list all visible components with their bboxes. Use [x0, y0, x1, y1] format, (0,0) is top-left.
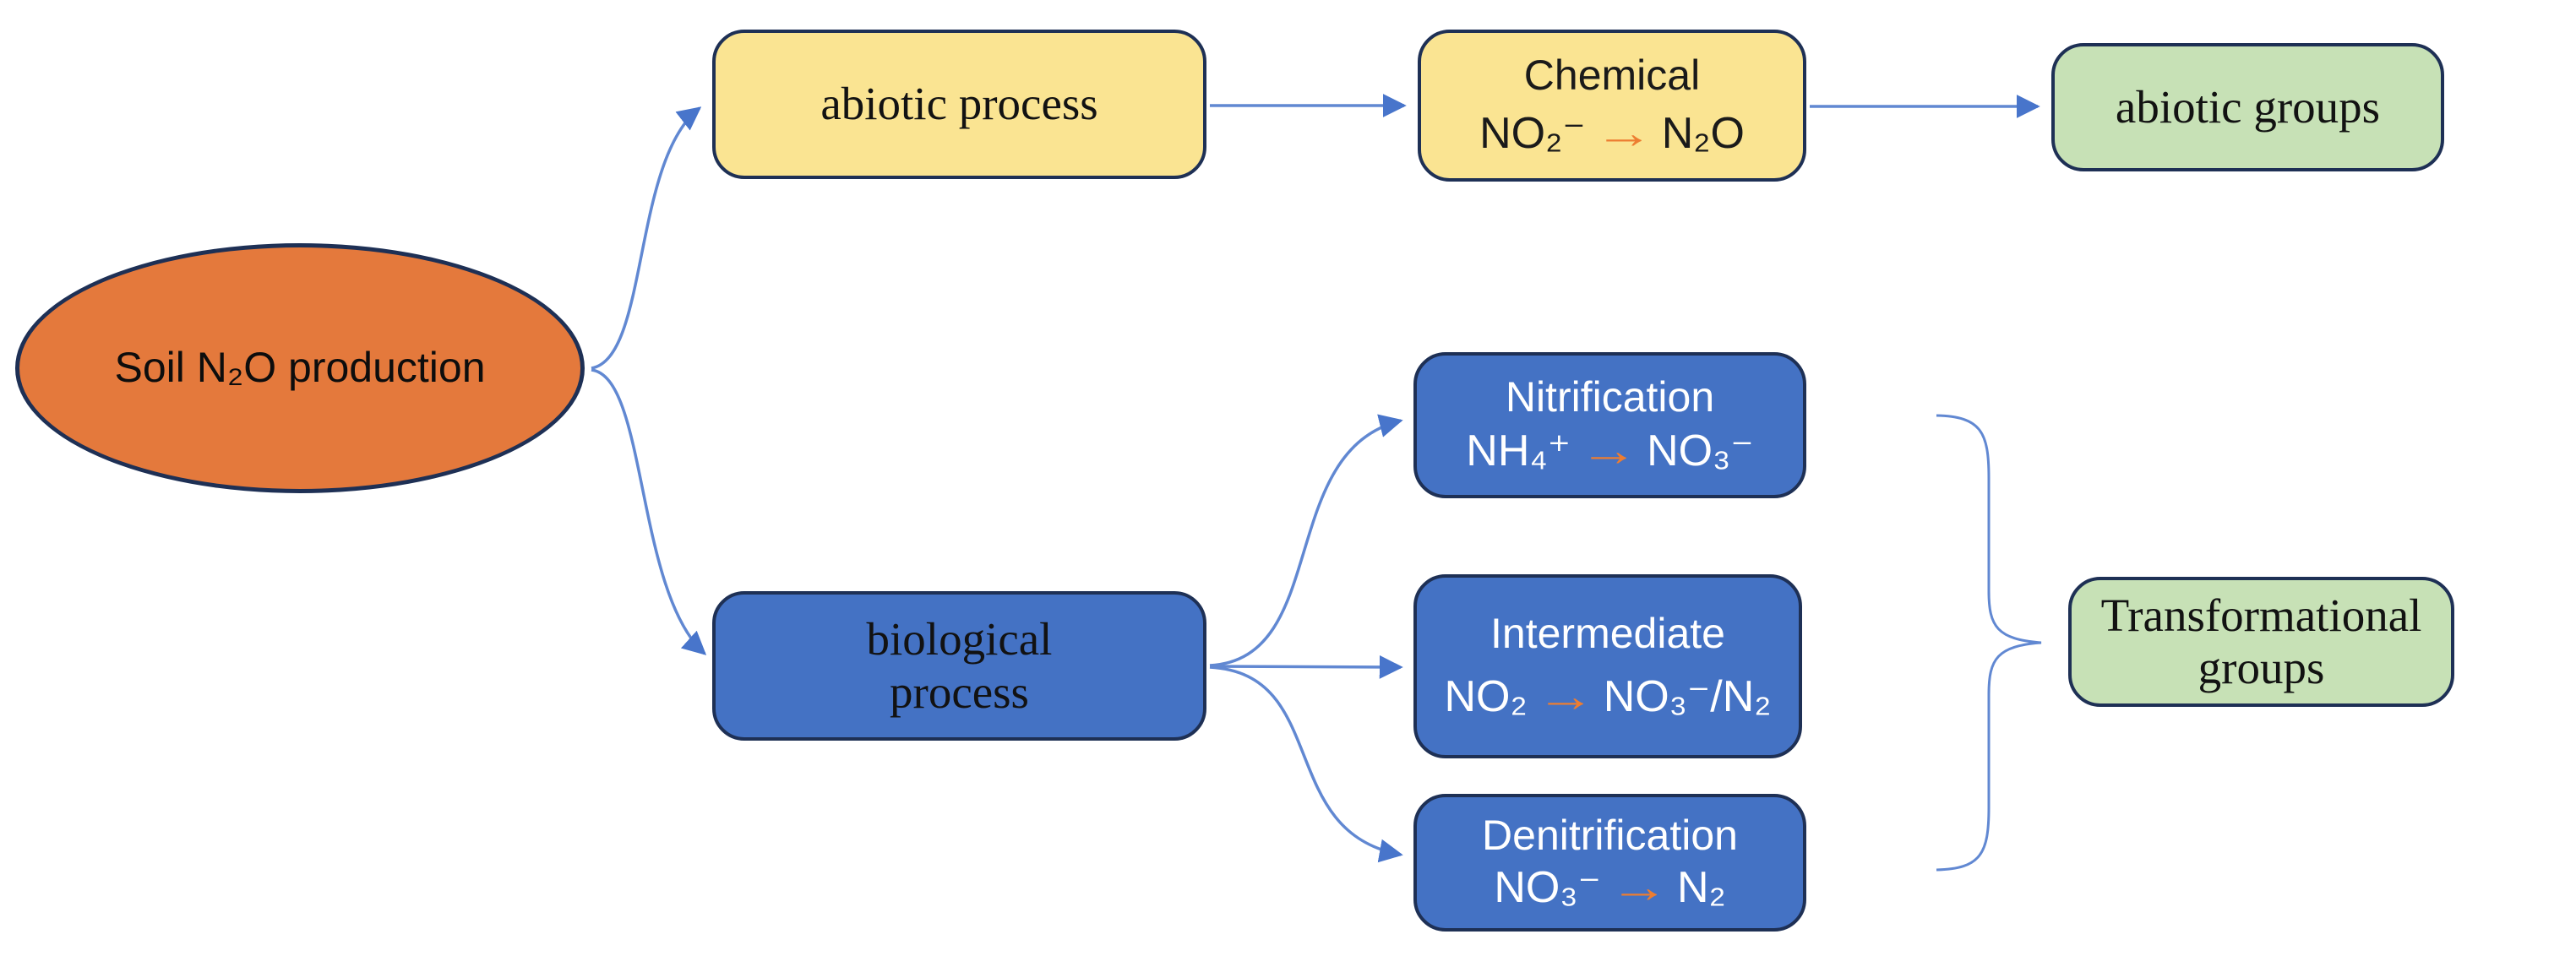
node-nitrification: Nitrification NH₄⁺ → NO₃⁻ — [1413, 352, 1806, 498]
intermediate-formula: NO₂ → NO₃⁻/N₂ — [1445, 671, 1772, 723]
soil-n2o-production-label: Soil N₂O production — [114, 344, 486, 392]
node-soil-n2o-production: Soil N₂O production — [15, 243, 585, 493]
nitrification-formula-from: NH₄⁺ — [1466, 426, 1571, 476]
intermediate-formula-to: NO₃⁻/N₂ — [1603, 671, 1772, 721]
biological-process-line1: biological — [866, 613, 1053, 665]
reaction-arrow-icon: → — [1593, 108, 1653, 158]
transformational-groups-line2: groups — [2197, 642, 2325, 693]
nitrification-title: Nitrification — [1505, 372, 1715, 421]
nitrification-formula-to: NO₃⁻ — [1647, 426, 1754, 476]
biological-process-label: biological process — [867, 613, 1053, 718]
chemical-formula: NO₂⁻ → N₂O — [1479, 107, 1745, 160]
intermediate-title: Intermediate — [1490, 610, 1725, 658]
intermediate-formula-from: NO₂ — [1444, 671, 1528, 721]
edge-biological-to-denitrification — [1209, 665, 1403, 863]
abiotic-process-label: abiotic process — [820, 78, 1098, 130]
abiotic-groups-label: abiotic groups — [2115, 80, 2381, 133]
transformational-groups-label: Transformational groups — [2101, 589, 2422, 694]
edge-soil-to-biological-process — [591, 368, 707, 655]
edge-biological-to-nitrification — [1209, 414, 1403, 667]
chemical-title: Chemical — [1523, 52, 1701, 100]
node-abiotic-process: abiotic process — [712, 30, 1206, 179]
denitrification-formula-from: NO₃⁻ — [1494, 863, 1601, 913]
reaction-arrow-icon: → — [1609, 863, 1669, 913]
node-abiotic-groups: abiotic groups — [2051, 43, 2444, 171]
node-chemical: Chemical NO₂⁻ → N₂O — [1418, 30, 1806, 182]
chemical-formula-from: NO₂⁻ — [1479, 108, 1586, 158]
node-biological-process: biological process — [712, 591, 1206, 741]
nitrification-formula: NH₄⁺ → NO₃⁻ — [1466, 425, 1753, 477]
node-intermediate: Intermediate NO₂ → NO₃⁻/N₂ — [1413, 574, 1802, 758]
denitrification-title: Denitrification — [1482, 811, 1738, 859]
edge-biological-to-intermediate — [1209, 655, 1403, 679]
transformational-groups-line1: Transformational — [2100, 589, 2422, 641]
biological-process-line2: process — [890, 665, 1029, 718]
chemical-formula-to: N₂O — [1661, 108, 1745, 158]
reaction-arrow-icon: → — [1578, 426, 1639, 476]
reaction-arrow-icon: → — [1535, 671, 1595, 721]
brace-to-transformational-groups — [1936, 414, 2042, 872]
denitrification-formula: NO₃⁻ → N₂ — [1494, 861, 1725, 914]
node-transformational-groups: Transformational groups — [2068, 577, 2454, 707]
node-denitrification: Denitrification NO₃⁻ → N₂ — [1413, 794, 1806, 932]
denitrification-formula-to: N₂ — [1676, 863, 1726, 913]
edge-soil-to-abiotic-process — [591, 106, 702, 370]
